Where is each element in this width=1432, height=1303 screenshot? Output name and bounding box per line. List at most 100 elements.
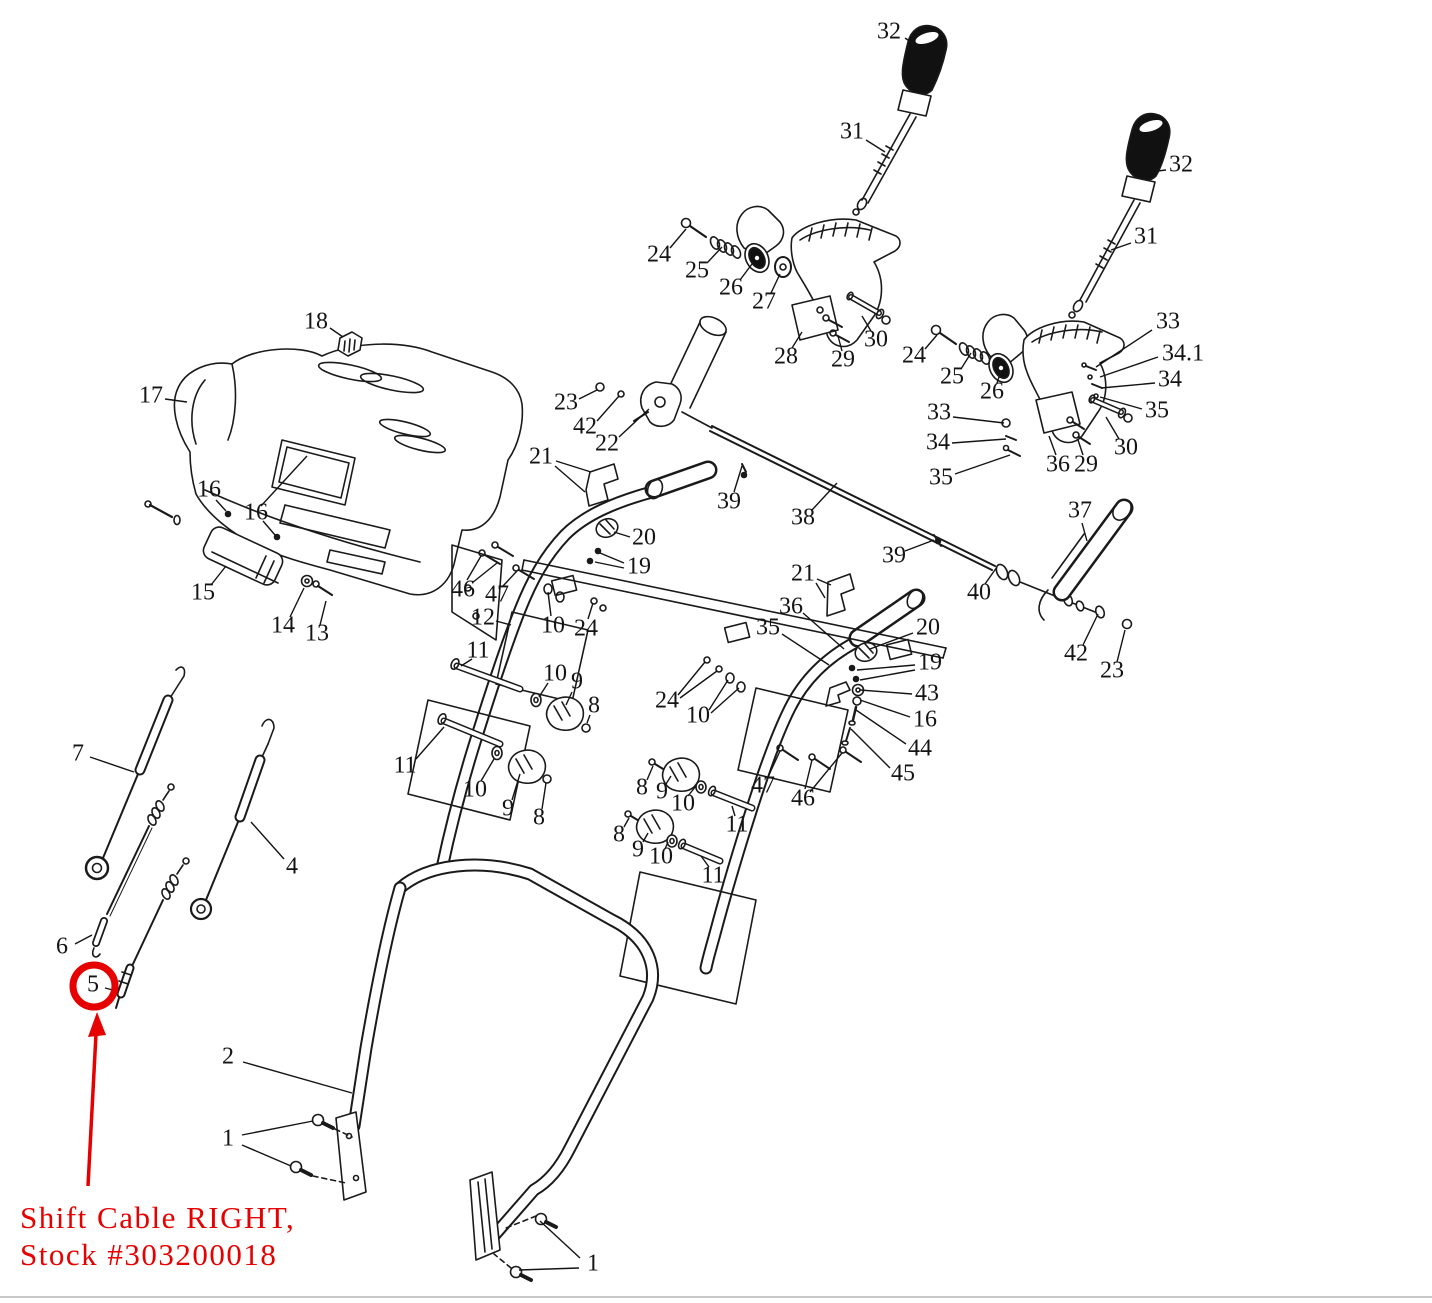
leader-line-10	[710, 687, 740, 714]
leader-line-24	[924, 334, 938, 350]
leader-line-9	[665, 775, 672, 785]
leader-line-20	[613, 531, 631, 538]
callout-11: 11	[466, 638, 489, 664]
callout-42: 42	[573, 414, 597, 440]
right-upper-grip	[1038, 498, 1134, 621]
leader-line-26	[739, 263, 753, 281]
leader-line-12	[495, 620, 512, 626]
leader-line-39	[904, 539, 935, 552]
leader-line-23	[578, 389, 598, 400]
lower-handle	[289, 858, 659, 1282]
leader-line-20	[869, 632, 914, 650]
callout-17: 17	[139, 383, 163, 409]
callout-30: 30	[864, 327, 888, 353]
leader-line-15	[210, 565, 227, 586]
callout-34: 34	[926, 430, 950, 456]
callout-23: 23	[1100, 658, 1124, 684]
leader-line-46	[804, 759, 813, 790]
leader-line-11	[460, 658, 473, 667]
callout-6: 6	[56, 934, 68, 960]
red-circle-highlight	[69, 961, 119, 1011]
leader-line-19	[594, 561, 625, 569]
callout-8: 8	[613, 822, 625, 848]
callout-9: 9	[656, 779, 668, 805]
leader-line-31	[1110, 242, 1132, 251]
callout-31: 31	[1134, 224, 1158, 250]
callout-19: 19	[918, 650, 942, 676]
callout-28: 28	[774, 344, 798, 370]
leader-line-35	[781, 633, 830, 666]
leader-line-1	[539, 1220, 581, 1259]
callout-19: 19	[627, 554, 651, 580]
callout-36: 36	[1046, 452, 1070, 478]
shift-lever-left	[852, 24, 948, 216]
callout-10: 10	[541, 613, 565, 639]
leader-line-43	[859, 689, 913, 695]
callout-11: 11	[701, 863, 724, 889]
leader-line-16	[859, 699, 911, 718]
callout-10: 10	[543, 661, 567, 687]
leader-line-42	[596, 395, 620, 422]
callout-40: 40	[967, 580, 991, 606]
leader-line-36	[1048, 435, 1057, 456]
leader-line-9	[565, 691, 573, 706]
leader-line-10	[480, 758, 495, 782]
leader-line-40	[984, 566, 998, 585]
callout-34: 34	[1158, 367, 1182, 393]
leader-line-16	[215, 499, 227, 512]
callout-46: 46	[791, 786, 815, 812]
leader-line-47	[502, 570, 518, 587]
leader-line-4	[250, 821, 285, 860]
leader-line-24	[587, 602, 594, 620]
leader-line-10	[664, 841, 669, 850]
leader-line-22	[618, 408, 650, 438]
callout-1: 1	[587, 1251, 599, 1277]
leader-line-21	[816, 578, 832, 586]
leader-line-28	[791, 331, 803, 349]
leader-line-1	[518, 1267, 580, 1271]
console-cover	[173, 343, 524, 641]
leader-line-38	[811, 482, 838, 511]
callout-45: 45	[891, 761, 915, 787]
headlight-panel	[144, 500, 334, 597]
hardware-right	[624, 656, 862, 865]
leader-line-39	[733, 465, 743, 493]
callout-10: 10	[649, 844, 673, 870]
leader-line-8	[586, 714, 591, 724]
leader-line-19	[599, 552, 625, 564]
callout-13: 13	[305, 621, 329, 647]
leader-line-19	[856, 664, 916, 671]
leader-line-30	[861, 315, 872, 332]
leader-line-11	[415, 726, 445, 760]
annotation-text-line1: Shift Cable RIGHT,	[20, 1200, 295, 1235]
callout-9: 9	[632, 837, 644, 863]
key-part	[337, 331, 363, 357]
leader-line-27	[770, 273, 781, 294]
speed-selector-left	[680, 205, 901, 348]
callout-35: 35	[1145, 398, 1169, 424]
callout-23: 23	[554, 390, 578, 416]
leader-line-14	[289, 587, 305, 618]
callout-11: 11	[393, 753, 416, 779]
callout-20: 20	[632, 525, 656, 551]
leader-line-9	[511, 773, 521, 801]
leader-line-46	[466, 555, 482, 581]
callout-35: 35	[756, 615, 780, 641]
leader-line-33	[1095, 329, 1153, 368]
callout-38: 38	[791, 505, 815, 531]
leader-line-21	[815, 582, 826, 599]
callout-34.1: 34.1	[1162, 341, 1204, 367]
leader-line-35	[1099, 396, 1143, 410]
callout-47: 47	[751, 773, 775, 799]
callout-30: 30	[1114, 435, 1138, 461]
leader-line-16	[260, 455, 308, 507]
callout-24: 24	[902, 343, 926, 369]
leader-line-13	[319, 600, 327, 626]
leader-line-29	[1077, 439, 1084, 456]
callout-8: 8	[533, 805, 545, 831]
leader-line-45	[850, 728, 891, 769]
callout-2: 2	[222, 1044, 234, 1070]
callout-39: 39	[717, 489, 741, 515]
callout-1: 1	[222, 1126, 234, 1152]
